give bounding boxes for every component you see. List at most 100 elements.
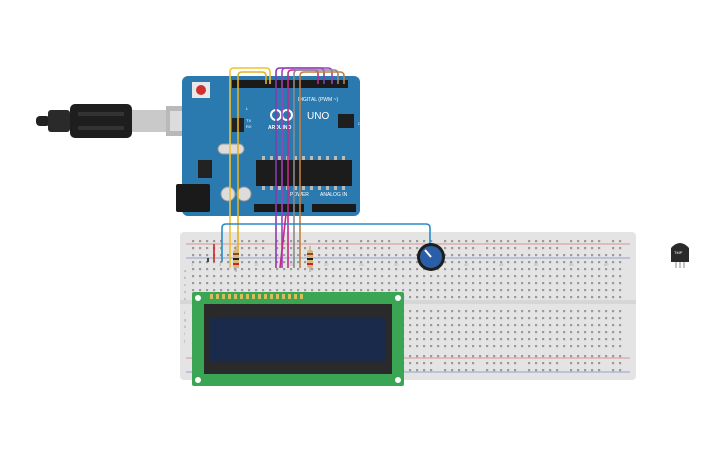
- breadboard-hole[interactable]: [528, 331, 531, 334]
- breadboard-hole[interactable]: [409, 247, 412, 250]
- breadboard-hole[interactable]: [563, 355, 566, 358]
- breadboard-hole[interactable]: [409, 345, 412, 348]
- breadboard-hole[interactable]: [605, 355, 608, 358]
- breadboard-hole[interactable]: [619, 289, 622, 292]
- lcd-16x2-display[interactable]: [192, 292, 404, 386]
- breadboard-hole[interactable]: [430, 296, 433, 299]
- breadboard-hole[interactable]: [612, 254, 615, 257]
- breadboard-hole[interactable]: [332, 261, 335, 264]
- breadboard-hole[interactable]: [381, 289, 384, 292]
- breadboard-hole[interactable]: [542, 254, 545, 257]
- breadboard-hole[interactable]: [598, 268, 601, 271]
- breadboard-hole[interactable]: [451, 289, 454, 292]
- breadboard-hole[interactable]: [598, 355, 601, 358]
- breadboard-hole[interactable]: [192, 268, 195, 271]
- breadboard-hole[interactable]: [507, 317, 510, 320]
- breadboard-hole[interactable]: [269, 289, 272, 292]
- breadboard-hole[interactable]: [402, 240, 405, 243]
- breadboard-hole[interactable]: [220, 261, 223, 264]
- breadboard-hole[interactable]: [542, 317, 545, 320]
- breadboard-hole[interactable]: [493, 261, 496, 264]
- breadboard-hole[interactable]: [619, 355, 622, 358]
- breadboard-hole[interactable]: [465, 362, 468, 365]
- breadboard-hole[interactable]: [311, 275, 314, 278]
- breadboard-hole[interactable]: [542, 362, 545, 365]
- breadboard-hole[interactable]: [234, 282, 237, 285]
- breadboard-hole[interactable]: [612, 331, 615, 334]
- breadboard-hole[interactable]: [437, 345, 440, 348]
- breadboard-hole[interactable]: [563, 317, 566, 320]
- breadboard-hole[interactable]: [563, 289, 566, 292]
- breadboard-hole[interactable]: [332, 247, 335, 250]
- breadboard-hole[interactable]: [472, 275, 475, 278]
- breadboard-hole[interactable]: [325, 268, 328, 271]
- breadboard-hole[interactable]: [507, 261, 510, 264]
- breadboard-hole[interactable]: [598, 275, 601, 278]
- breadboard-hole[interactable]: [486, 261, 489, 264]
- breadboard-hole[interactable]: [528, 310, 531, 313]
- breadboard-hole[interactable]: [598, 338, 601, 341]
- breadboard-hole[interactable]: [353, 268, 356, 271]
- breadboard-hole[interactable]: [374, 275, 377, 278]
- breadboard-hole[interactable]: [297, 282, 300, 285]
- breadboard-hole[interactable]: [584, 268, 587, 271]
- breadboard-hole[interactable]: [416, 289, 419, 292]
- breadboard-hole[interactable]: [332, 289, 335, 292]
- breadboard-hole[interactable]: [500, 362, 503, 365]
- breadboard-hole[interactable]: [563, 296, 566, 299]
- breadboard-hole[interactable]: [423, 275, 426, 278]
- breadboard-hole[interactable]: [465, 254, 468, 257]
- breadboard-hole[interactable]: [325, 282, 328, 285]
- breadboard-hole[interactable]: [304, 275, 307, 278]
- breadboard-hole[interactable]: [591, 324, 594, 327]
- breadboard-hole[interactable]: [570, 296, 573, 299]
- breadboard-hole[interactable]: [367, 254, 370, 257]
- breadboard-hole[interactable]: [493, 338, 496, 341]
- breadboard-hole[interactable]: [227, 289, 230, 292]
- breadboard-hole[interactable]: [388, 254, 391, 257]
- breadboard-hole[interactable]: [318, 261, 321, 264]
- breadboard-hole[interactable]: [521, 324, 524, 327]
- breadboard-hole[interactable]: [619, 362, 622, 365]
- breadboard-hole[interactable]: [591, 289, 594, 292]
- breadboard-hole[interactable]: [479, 310, 482, 313]
- breadboard-hole[interactable]: [465, 282, 468, 285]
- breadboard-hole[interactable]: [549, 331, 552, 334]
- breadboard-hole[interactable]: [220, 275, 223, 278]
- breadboard-hole[interactable]: [472, 317, 475, 320]
- breadboard-hole[interactable]: [290, 275, 293, 278]
- breadboard-hole[interactable]: [535, 317, 538, 320]
- breadboard-hole[interactable]: [528, 254, 531, 257]
- wire-magenta-a0[interactable]: [279, 213, 287, 269]
- breadboard-hole[interactable]: [542, 289, 545, 292]
- breadboard-hole[interactable]: [500, 317, 503, 320]
- breadboard-hole[interactable]: [570, 369, 573, 372]
- breadboard-hole[interactable]: [339, 261, 342, 264]
- breadboard-hole[interactable]: [563, 254, 566, 257]
- breadboard-hole[interactable]: [465, 240, 468, 243]
- breadboard-hole[interactable]: [451, 310, 454, 313]
- breadboard-hole[interactable]: [493, 240, 496, 243]
- breadboard-hole[interactable]: [423, 362, 426, 365]
- breadboard-hole[interactable]: [507, 240, 510, 243]
- breadboard-hole[interactable]: [367, 261, 370, 264]
- breadboard-hole[interactable]: [402, 275, 405, 278]
- breadboard-hole[interactable]: [297, 254, 300, 257]
- breadboard-hole[interactable]: [339, 282, 342, 285]
- breadboard-hole[interactable]: [598, 254, 601, 257]
- breadboard-hole[interactable]: [619, 369, 622, 372]
- breadboard-hole[interactable]: [283, 247, 286, 250]
- breadboard-hole[interactable]: [381, 268, 384, 271]
- breadboard-hole[interactable]: [409, 282, 412, 285]
- breadboard-hole[interactable]: [416, 331, 419, 334]
- breadboard-hole[interactable]: [199, 240, 202, 243]
- breadboard-hole[interactable]: [465, 289, 468, 292]
- breadboard-hole[interactable]: [542, 247, 545, 250]
- breadboard-hole[interactable]: [234, 240, 237, 243]
- breadboard-hole[interactable]: [311, 282, 314, 285]
- breadboard-hole[interactable]: [493, 296, 496, 299]
- breadboard-hole[interactable]: [577, 362, 580, 365]
- breadboard-hole[interactable]: [570, 289, 573, 292]
- breadboard-hole[interactable]: [605, 275, 608, 278]
- breadboard-hole[interactable]: [577, 324, 580, 327]
